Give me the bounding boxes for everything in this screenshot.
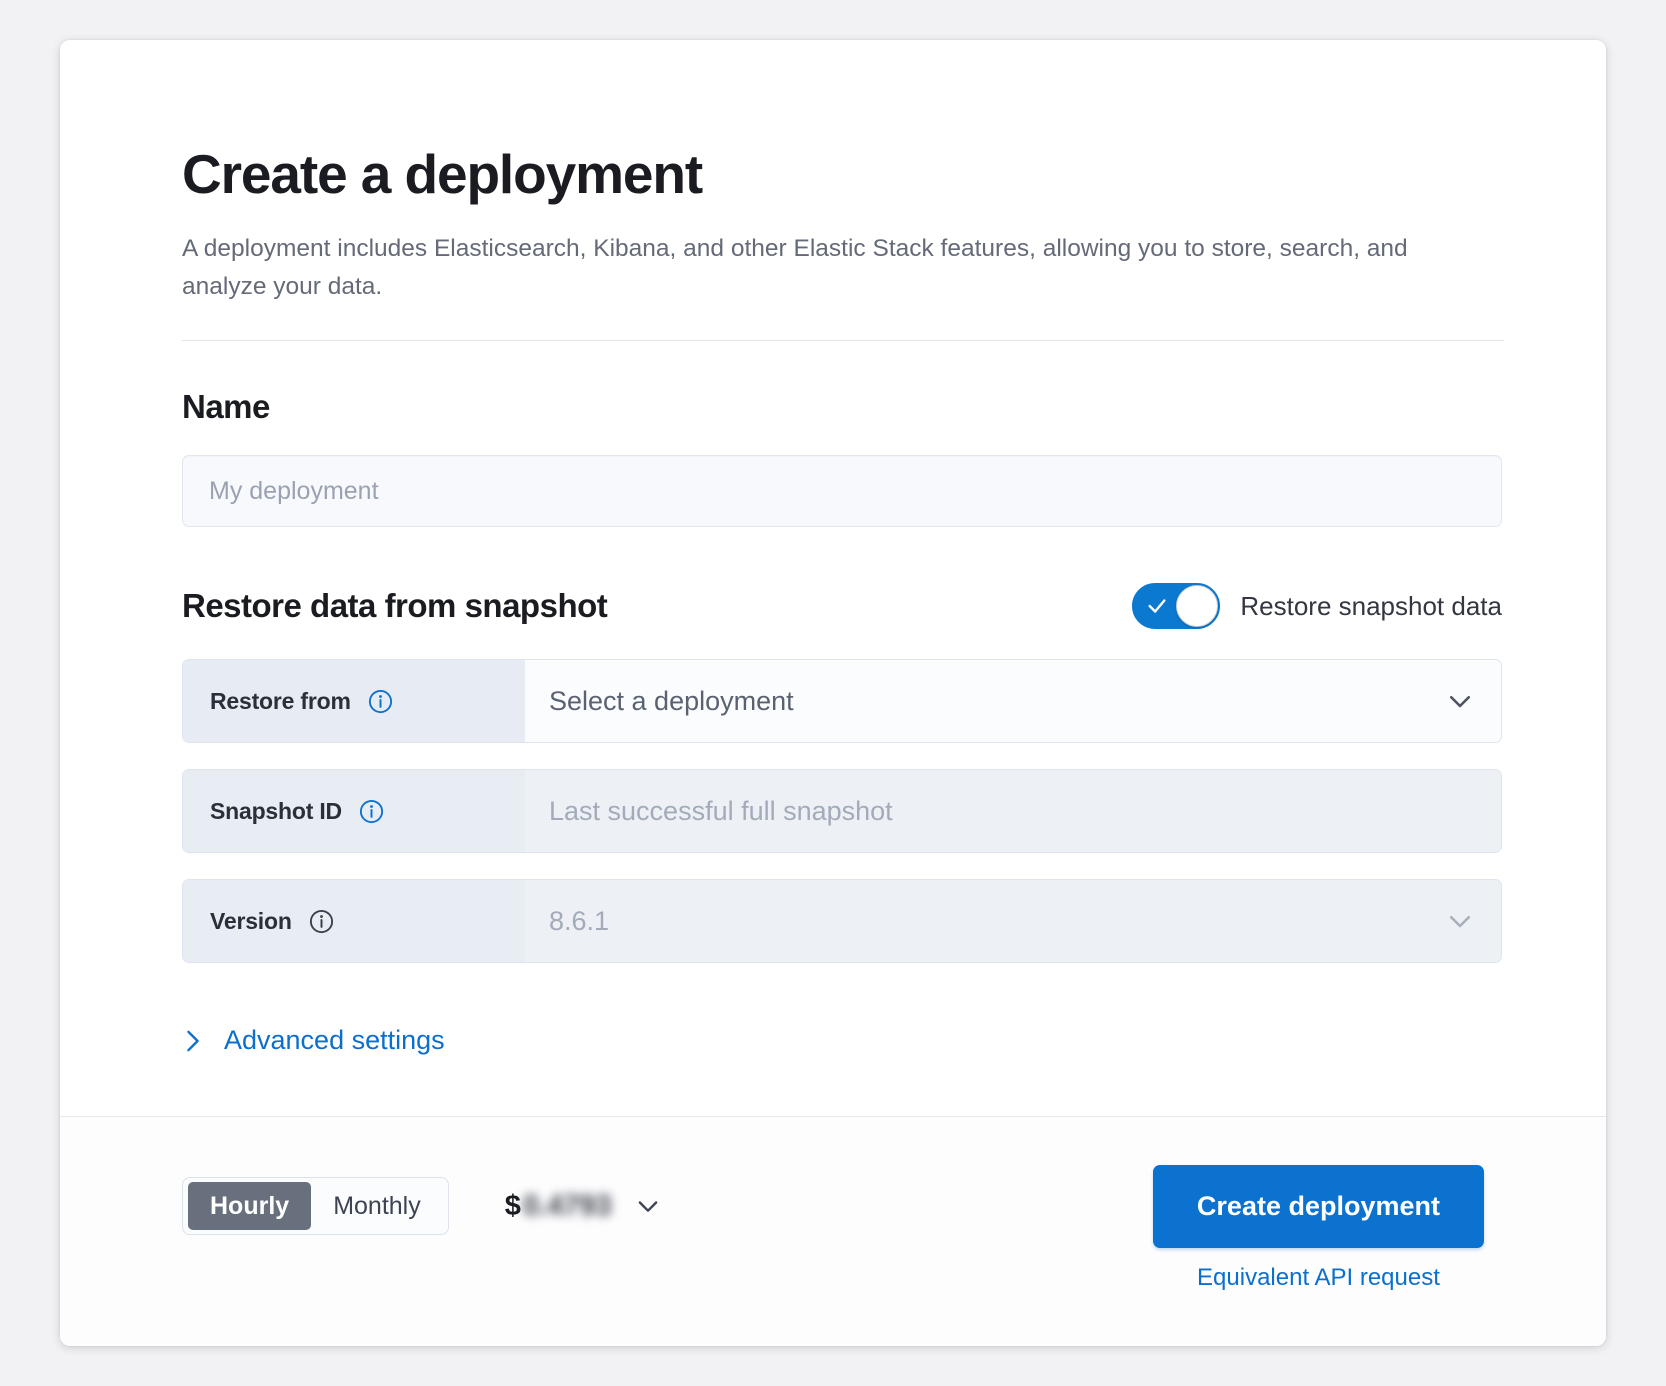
restore-from-label-cell: Restore from	[183, 660, 525, 743]
price-display[interactable]: $ 0.4793	[505, 1190, 662, 1223]
price-amount: 0.4793	[522, 1189, 612, 1222]
deployment-name-input[interactable]: My deployment	[182, 455, 1502, 528]
toggle-knob	[1176, 585, 1219, 628]
check-icon	[1148, 599, 1166, 614]
billing-controls: Hourly Monthly $ 0.4793	[182, 1177, 662, 1235]
billing-period-segmented-control[interactable]: Hourly Monthly	[182, 1177, 449, 1235]
advanced-settings-link[interactable]: Advanced settings	[182, 1025, 445, 1056]
restore-toggle-label: Restore snapshot data	[1240, 590, 1502, 621]
create-deployment-button[interactable]: Create deployment	[1152, 1165, 1484, 1248]
chevron-right-icon	[187, 1030, 199, 1052]
version-row: Version 8.6.1	[182, 879, 1502, 964]
footer-bar: Hourly Monthly $ 0.4793 Create	[60, 1116, 1606, 1346]
chevron-down-icon	[1449, 916, 1471, 928]
equivalent-api-request-link[interactable]: Equivalent API request	[1197, 1264, 1440, 1291]
page-description: A deployment includes Elasticsearch, Kib…	[182, 235, 1408, 301]
restore-toggle-group[interactable]: Restore snapshot data	[1132, 583, 1502, 630]
snapshot-id-label: Snapshot ID	[210, 797, 342, 824]
restore-section-title: Restore data from snapshot	[182, 587, 608, 625]
restore-from-value: Select a deployment	[549, 685, 794, 716]
footer-actions: Create deployment Equivalent API request	[1152, 1165, 1484, 1292]
restore-snapshot-toggle[interactable]	[1132, 583, 1221, 630]
advanced-settings-label: Advanced settings	[224, 1025, 445, 1056]
snapshot-id-row: Snapshot ID Last successful full snapsho…	[182, 769, 1502, 854]
version-label-cell: Version	[183, 880, 525, 963]
version-label: Version	[210, 907, 292, 934]
billing-monthly-button[interactable]: Monthly	[333, 1191, 421, 1220]
header-divider	[182, 340, 1504, 342]
restore-section-header: Restore data from snapshot Restore snaps…	[182, 583, 1502, 630]
version-field: 8.6.1	[525, 880, 1501, 963]
snapshot-id-label-cell: Snapshot ID	[183, 770, 525, 853]
restore-from-label: Restore from	[210, 687, 351, 714]
chevron-down-icon[interactable]	[1445, 686, 1475, 716]
restore-from-row[interactable]: Restore from Select a deployment	[182, 659, 1502, 744]
deployment-name-placeholder: My deployment	[209, 476, 379, 505]
snapshot-id-value: Last successful full snapshot	[549, 795, 893, 826]
info-circle-icon[interactable]	[359, 799, 384, 824]
restore-from-field[interactable]: Select a deployment	[525, 660, 1501, 743]
chevron-down-icon[interactable]	[634, 1192, 662, 1220]
billing-hourly-button[interactable]: Hourly	[188, 1182, 312, 1230]
snapshot-id-field: Last successful full snapshot	[525, 770, 1501, 853]
page-title: Create a deployment	[182, 143, 703, 205]
price-value: $ 0.4793	[505, 1190, 612, 1223]
version-value: 8.6.1	[549, 905, 610, 936]
name-section-title: Name	[182, 388, 270, 426]
create-deployment-card: Create a deployment A deployment include…	[60, 40, 1606, 1346]
info-circle-icon[interactable]	[368, 689, 393, 714]
info-circle-icon[interactable]	[309, 909, 334, 934]
price-currency: $	[504, 1189, 521, 1222]
form-body: Create a deployment A deployment include…	[60, 40, 1606, 1116]
